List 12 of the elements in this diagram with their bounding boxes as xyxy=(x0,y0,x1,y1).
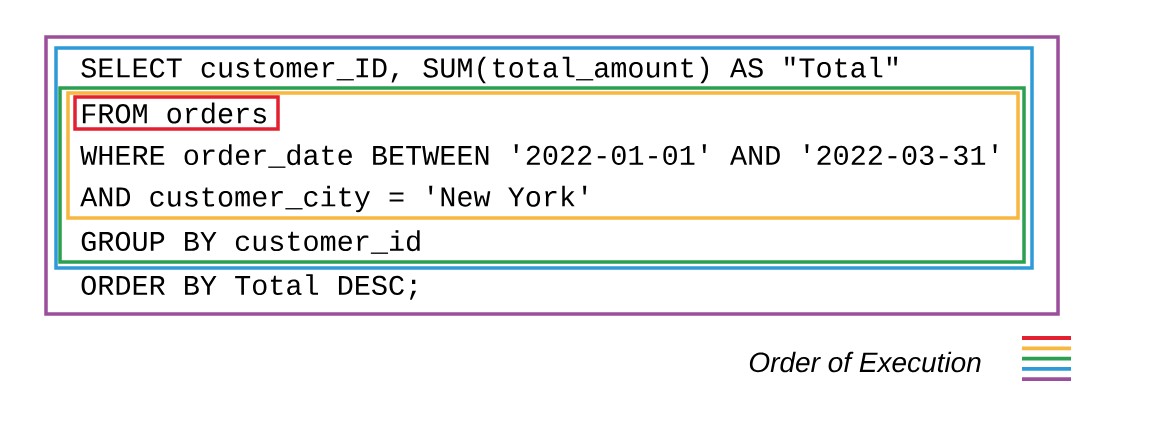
code-box xyxy=(44,35,1060,316)
legend-label: Order of Execution xyxy=(749,351,981,373)
code-line: GROUP BY customer_id xyxy=(81,230,420,254)
code-line: ORDER BY Total DESC; xyxy=(81,274,417,300)
code-box xyxy=(54,46,1034,270)
code-box xyxy=(73,95,280,131)
code-line: SELECT customer_ID, SUM(total_amount) AS "Total" xyxy=(81,56,898,84)
code-line: FROM orders xyxy=(82,102,266,124)
code-line: AND customer_city = 'New York' xyxy=(80,185,587,213)
code-box xyxy=(58,86,1026,264)
code-box xyxy=(66,91,1020,220)
code-line: WHERE order_date BETWEEN '2022-01-01' AND '2022-03-31' xyxy=(80,144,997,168)
